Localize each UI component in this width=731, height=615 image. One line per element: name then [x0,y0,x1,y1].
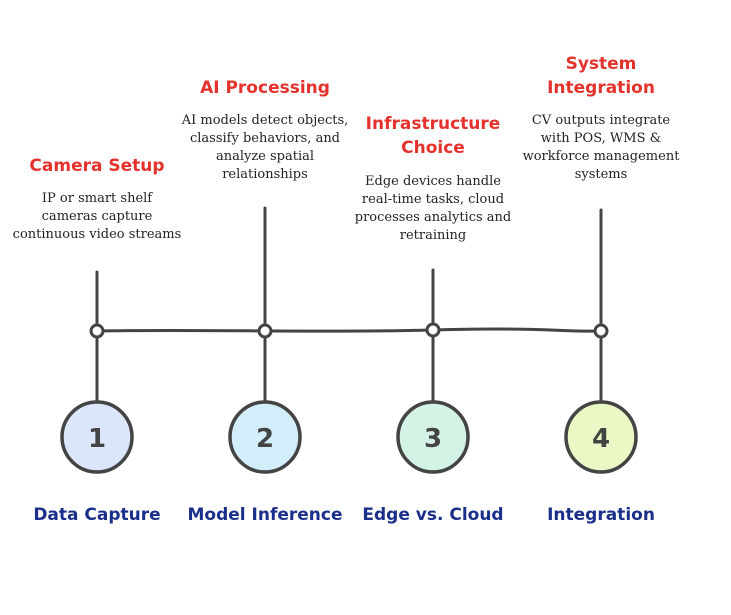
step-2-label: Model Inference [187,505,343,525]
step-3-circle [396,400,470,474]
step-3-description: Edge devices handle real-time tasks, clo… [354,174,512,243]
step-3-number: 3 [424,424,442,454]
step-2-heading: AI Processing [200,78,330,98]
step-2-graphic: 2 [228,206,302,474]
timeline-connector [94,327,603,333]
step-2-node [257,323,273,339]
step-4-description: CV outputs integrate with POS, WMS & wor… [522,113,680,182]
step-3-label: Edge vs. Cloud [362,505,504,525]
step-4-label: Integration [547,505,655,525]
step-4-heading: System Integration [547,54,655,98]
step-2-circle [228,400,302,474]
step-4-number: 4 [592,424,610,454]
step-1-circle [60,400,134,474]
step-1-graphic: 1 [60,270,134,474]
step-1-description: IP or smart shelf cameras capture contin… [12,191,182,242]
step-3-node [425,322,441,338]
step-4-circle [564,400,638,474]
step-4-node [593,323,609,339]
step-2-number: 2 [256,424,274,454]
step-3-graphic: 3 [396,268,470,474]
step-2-description: AI models detect objects, classify behav… [181,113,349,182]
step-1-heading: Camera Setup [29,156,165,176]
step-4-graphic: 4 [564,208,638,474]
step-1-label: Data Capture [33,505,161,525]
step-3-heading: Infrastructure Choice [365,114,501,158]
step-1-node [89,323,105,339]
step-1-number: 1 [88,424,106,454]
